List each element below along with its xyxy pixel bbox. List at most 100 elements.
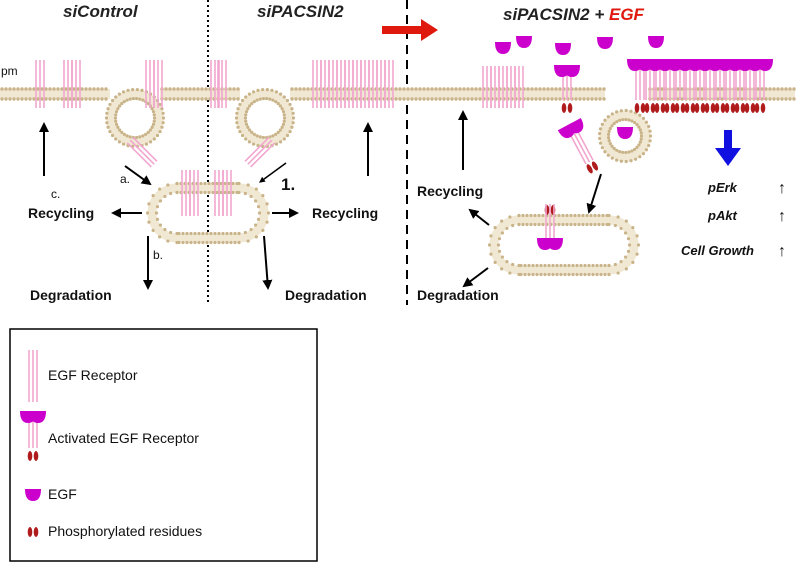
- recycling-label-2: Recycling: [312, 205, 378, 221]
- degradation-label-1: Degradation: [30, 287, 112, 303]
- activated-receptor-stalk: [675, 66, 685, 100]
- up-arrow-icon: ↑: [778, 180, 786, 197]
- degradation-label-2: Degradation: [285, 287, 367, 303]
- phosphorylated-residue-icon: [694, 103, 706, 113]
- arrow-degradation-mid: [262, 235, 273, 290]
- egf-receptor: [328, 60, 338, 108]
- phosphorylated-residue-icon: [586, 161, 599, 174]
- legend-label-egf: EGF: [48, 486, 77, 502]
- budding-vesicle: [234, 87, 296, 149]
- recycling-label-3: Recycling: [417, 183, 483, 199]
- phosphorylated-residue-icon: [754, 103, 766, 113]
- egf-receptor: [71, 60, 81, 108]
- activated-receptor-stalk: [695, 66, 705, 100]
- label-step-a: a.: [120, 172, 130, 186]
- title-sipacsin2: siPACSIN2: [257, 2, 344, 21]
- egf-ligand-icon: [597, 37, 613, 49]
- activated-receptor-stalk: [665, 66, 675, 100]
- egf-ligand-icon: [566, 118, 584, 134]
- legend-box: [9, 328, 318, 562]
- endosome: [145, 181, 271, 245]
- legend-label-egf-receptor: EGF Receptor: [48, 367, 138, 383]
- legend-label-activated-egf-receptor: Activated EGF Receptor: [48, 430, 199, 446]
- activated-receptor-stalk: [568, 128, 594, 165]
- egf-receptor: [35, 60, 45, 108]
- egf-receptor: [384, 60, 394, 108]
- phosphorylated-residue-icon: [654, 103, 666, 113]
- degradation-label-3: Degradation: [417, 287, 499, 303]
- activated-receptor-stalk: [725, 66, 735, 100]
- egf-receptor: [217, 60, 227, 108]
- activated-receptor-stalk: [755, 66, 765, 100]
- outcome-pakt: pAkt: [707, 208, 738, 223]
- phosphorylated-residue-icon: [704, 103, 716, 113]
- egf-ligand-icon: [547, 238, 563, 250]
- egf-ligand-icon: [30, 411, 46, 423]
- plasma-membrane-segment: [0, 87, 110, 101]
- phosphorylated-residue-icon: [27, 527, 39, 537]
- title-egf-highlight: EGF: [609, 5, 645, 24]
- egf-receptor: [506, 66, 516, 108]
- egf-receptor: [376, 60, 386, 108]
- activated-egf-receptor: [554, 65, 580, 113]
- phosphorylated-residue-icon: [644, 103, 656, 113]
- egf-ligand-icon: [25, 489, 41, 501]
- plasma-membrane-segment: [160, 87, 240, 101]
- egf-receptor: [352, 60, 362, 108]
- egf-receptor: [244, 136, 276, 168]
- phosphorylated-residue-icon: [27, 451, 39, 461]
- egf-ligand-icon: [495, 42, 511, 54]
- egf-receptor: [336, 60, 346, 108]
- egf-ligand-icon: [516, 36, 532, 48]
- arrow-endosome-recycling-egf: [468, 208, 490, 226]
- activated-egf-receptor: [537, 204, 563, 250]
- phosphorylated-residue-icon: [724, 103, 736, 113]
- activated-receptor-stalk: [28, 418, 38, 448]
- up-arrow-icon: ↑: [778, 243, 786, 260]
- label-step-c: c.: [51, 187, 60, 201]
- egf-ligand-icon: [757, 59, 773, 71]
- activated-receptor-stalk: [645, 66, 655, 100]
- phosphorylated-residue-icon: [714, 103, 726, 113]
- label-step-b: b.: [153, 248, 163, 262]
- activated-egf-receptor: [747, 59, 773, 113]
- egf-receptor: [498, 66, 508, 108]
- egf-receptor: [514, 66, 524, 108]
- phosphorylated-residue-icon: [734, 103, 746, 113]
- recycling-label-1: Recycling: [28, 205, 94, 221]
- outcome-perk: pErk: [707, 180, 738, 195]
- title-sicontrol: siControl: [63, 2, 139, 21]
- budding-vesicle: [598, 108, 653, 164]
- egf-receptor: [312, 60, 322, 108]
- activated-egf-receptor-icon: [20, 411, 46, 461]
- arrow-degradation-egf: [462, 267, 489, 288]
- activated-receptor-stalk: [735, 66, 745, 100]
- egf-ligand-icon: [617, 127, 633, 139]
- egf-receptor: [482, 66, 492, 108]
- egf-receptor: [153, 60, 163, 108]
- phosphorylated-residue-icon: [674, 103, 686, 113]
- egf-receptor: [360, 60, 370, 108]
- activated-receptor-stalk: [685, 66, 695, 100]
- activated-receptor-stalk: [715, 66, 725, 100]
- activated-egf-receptor: [557, 118, 599, 174]
- egf-ligand-icon: [564, 65, 580, 77]
- egf-receptor: [490, 66, 500, 108]
- arrow-endocytosis-a: [124, 165, 152, 186]
- title-sipacsin2-egf: siPACSIN2 + EGF: [503, 5, 645, 24]
- phosphorylated-residue-icon: [684, 103, 696, 113]
- egf-receptor: [368, 60, 378, 108]
- egf-receptor: [320, 60, 330, 108]
- title-condition-prefix: siPACSIN2 +: [503, 5, 609, 24]
- blue-signaling-arrow: [715, 130, 741, 166]
- phosphorylated-residue-icon: [561, 103, 573, 113]
- label-step-1: 1.: [281, 175, 295, 194]
- egf-receptor-icon: [28, 350, 38, 402]
- egf-receptor: [222, 170, 232, 216]
- receptor-layer: [35, 36, 773, 250]
- egf-ligand-icon: [555, 43, 571, 55]
- phosphorylated-residue-icon: [744, 103, 756, 113]
- up-arrow-icon: ↑: [778, 208, 786, 225]
- plasma-membrane-label: pm: [1, 64, 18, 78]
